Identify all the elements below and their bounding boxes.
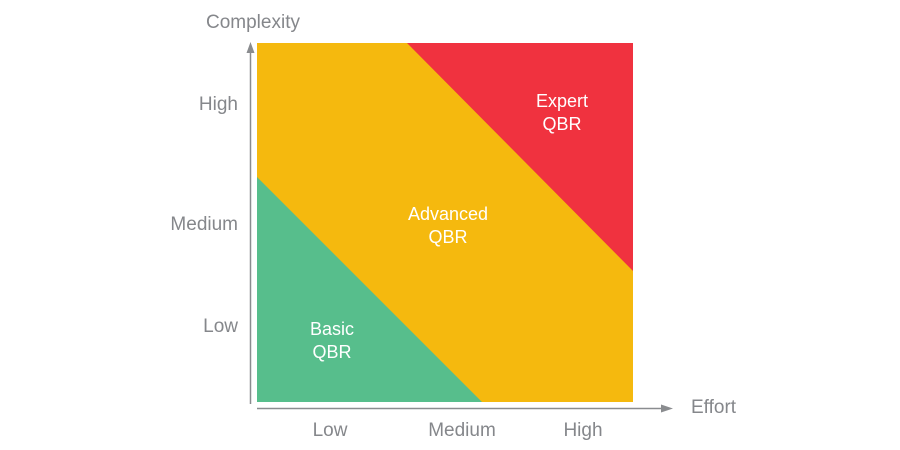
region-expert-qbr: [407, 43, 633, 271]
x-tick-high: High: [563, 420, 603, 441]
y-tick-high: High: [198, 94, 238, 115]
y-axis-title: Complexity: [206, 12, 300, 33]
y-axis-arrowhead-icon: [246, 42, 255, 53]
x-axis-arrowhead-icon: [661, 404, 673, 413]
label-advanced-qbr: Advanced QBR: [407, 204, 489, 247]
y-tick-low: Low: [203, 316, 238, 337]
matrix-bands: [257, 43, 633, 402]
label-basic-qbr: Basic QBR: [309, 319, 354, 362]
y-tick-medium: Medium: [170, 214, 238, 235]
label-expert-qbr: Expert QBR: [535, 91, 589, 134]
x-tick-low: Low: [312, 420, 348, 441]
x-tick-medium: Medium: [428, 420, 496, 441]
x-axis-title: Effort: [691, 397, 737, 418]
region-basic-qbr: [257, 177, 482, 402]
